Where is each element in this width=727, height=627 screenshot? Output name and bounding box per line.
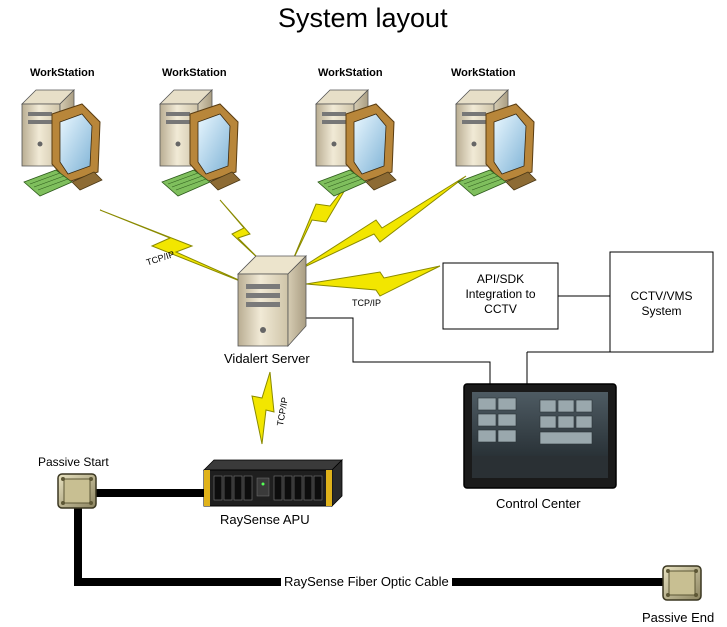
raysense-apu-icon — [203, 459, 343, 507]
workstation-label: WorkStation — [318, 67, 383, 79]
server-label: Vidalert Server — [224, 351, 310, 366]
workstation-icon — [315, 89, 397, 197]
passive-end-connector-icon — [662, 565, 702, 601]
api-sdk-line: Integration to — [465, 287, 536, 301]
passive-end-label: Passive End — [642, 610, 715, 625]
cctv-vms-label: CCTV/VMS System — [610, 289, 713, 319]
server-tower-icon — [237, 255, 307, 348]
fiber-cable-label: RaySense Fiber Optic Cable — [281, 574, 452, 589]
workstation-label: WorkStation — [451, 67, 516, 79]
api-sdk-box — [442, 262, 559, 330]
workstation-icon — [21, 89, 103, 197]
raysense-apu-label: RaySense APU — [220, 512, 310, 527]
bolt-cctv — [305, 265, 441, 297]
api-sdk-line: API/SDK — [476, 272, 525, 286]
workstation-label: WorkStation — [30, 67, 95, 79]
control-center-monitor-icon — [463, 383, 617, 489]
passive-start-connector-icon — [57, 473, 97, 509]
workstation-icon — [159, 89, 241, 197]
diagram-title: System layout — [278, 3, 448, 33]
fiber-cable — [74, 489, 664, 586]
cctv-vms-box — [609, 251, 714, 353]
tcp-ip-label: TCP/IP — [352, 298, 382, 308]
control-center-label: Control Center — [496, 496, 581, 511]
workstation-icon — [455, 89, 537, 197]
bolt-ws2 — [219, 199, 263, 263]
api-sdk-label: API/SDK Integration to CCTV — [443, 272, 558, 317]
bolt-apu — [251, 371, 275, 445]
bolt-ws4 — [297, 175, 467, 271]
workstation-label: WorkStation — [162, 67, 227, 79]
bolt-ws1 — [99, 209, 251, 286]
cctv-vms-line: CCTV/VMS — [630, 289, 693, 303]
network-lines — [305, 295, 610, 384]
passive-start-label: Passive Start — [38, 455, 109, 469]
tcp-ip-link-bolts — [99, 175, 467, 445]
api-sdk-line: CCTV — [484, 302, 517, 316]
cctv-vms-line: System — [641, 304, 682, 318]
